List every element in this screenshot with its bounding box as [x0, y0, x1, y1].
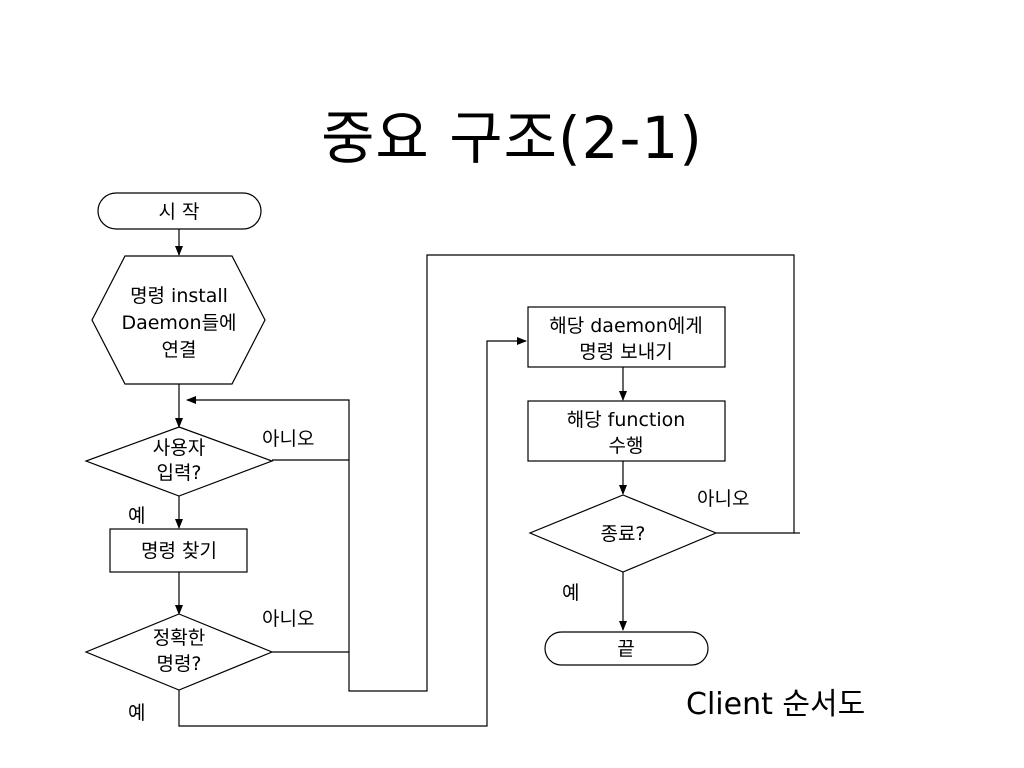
diagram-caption: Client 순서도: [686, 687, 865, 722]
valid-command-label-line-2: 명령?: [156, 653, 201, 675]
edge-valid-no-and-end-no-loop: [272, 254, 795, 692]
connectors: [175, 229, 800, 727]
connect-preparation: 명령 install Daemon들에 연결: [91, 255, 266, 385]
edge-input-no-loop: [186, 396, 350, 461]
find-command-label: 명령 찾기: [141, 540, 217, 562]
user-input-decision: 사용자 입력?: [84, 426, 274, 497]
start-terminal: 시 작: [97, 192, 262, 230]
user-input-label-line-2: 입력?: [156, 462, 201, 484]
user-input-yes-label: 예: [128, 505, 145, 527]
end-check-yes-label: 예: [562, 582, 579, 604]
run-function-label-line-2: 수행: [609, 435, 644, 457]
slide-title: 중요 구조(2-1): [321, 104, 703, 172]
end-check-decision: 종료?: [528, 494, 718, 573]
connect-label-line-3: 연결: [162, 339, 197, 361]
edge-valid-yes: [178, 337, 527, 727]
end-check-no-label: 아니오: [697, 488, 749, 510]
start-label: 시 작: [159, 201, 200, 223]
end-check-label: 종료?: [600, 523, 645, 545]
find-command-process: 명령 찾기: [109, 528, 248, 573]
connect-label-line-1: 명령 install: [130, 285, 228, 307]
valid-command-decision: 정확한 명령?: [84, 613, 274, 691]
connect-label-line-2: Daemon들에: [121, 312, 236, 334]
valid-command-no-label: 아니오: [262, 608, 314, 630]
valid-command-yes-label: 예: [128, 702, 145, 724]
send-command-label-line-2: 명령 보내기: [579, 341, 672, 363]
send-command-label-line-1: 해당 daemon에게: [549, 315, 703, 337]
valid-command-label-line-1: 정확한: [153, 627, 205, 649]
end-label: 끝: [617, 638, 634, 660]
user-input-label-line-1: 사용자: [153, 437, 205, 459]
end-terminal: 끝: [544, 631, 709, 666]
user-input-no-label: 아니오: [262, 428, 314, 450]
send-command-process: 해당 daemon에게 명령 보내기: [527, 306, 726, 368]
run-function-label-line-1: 해당 function: [567, 409, 686, 431]
run-function-process: 해당 function 수행: [527, 400, 726, 462]
